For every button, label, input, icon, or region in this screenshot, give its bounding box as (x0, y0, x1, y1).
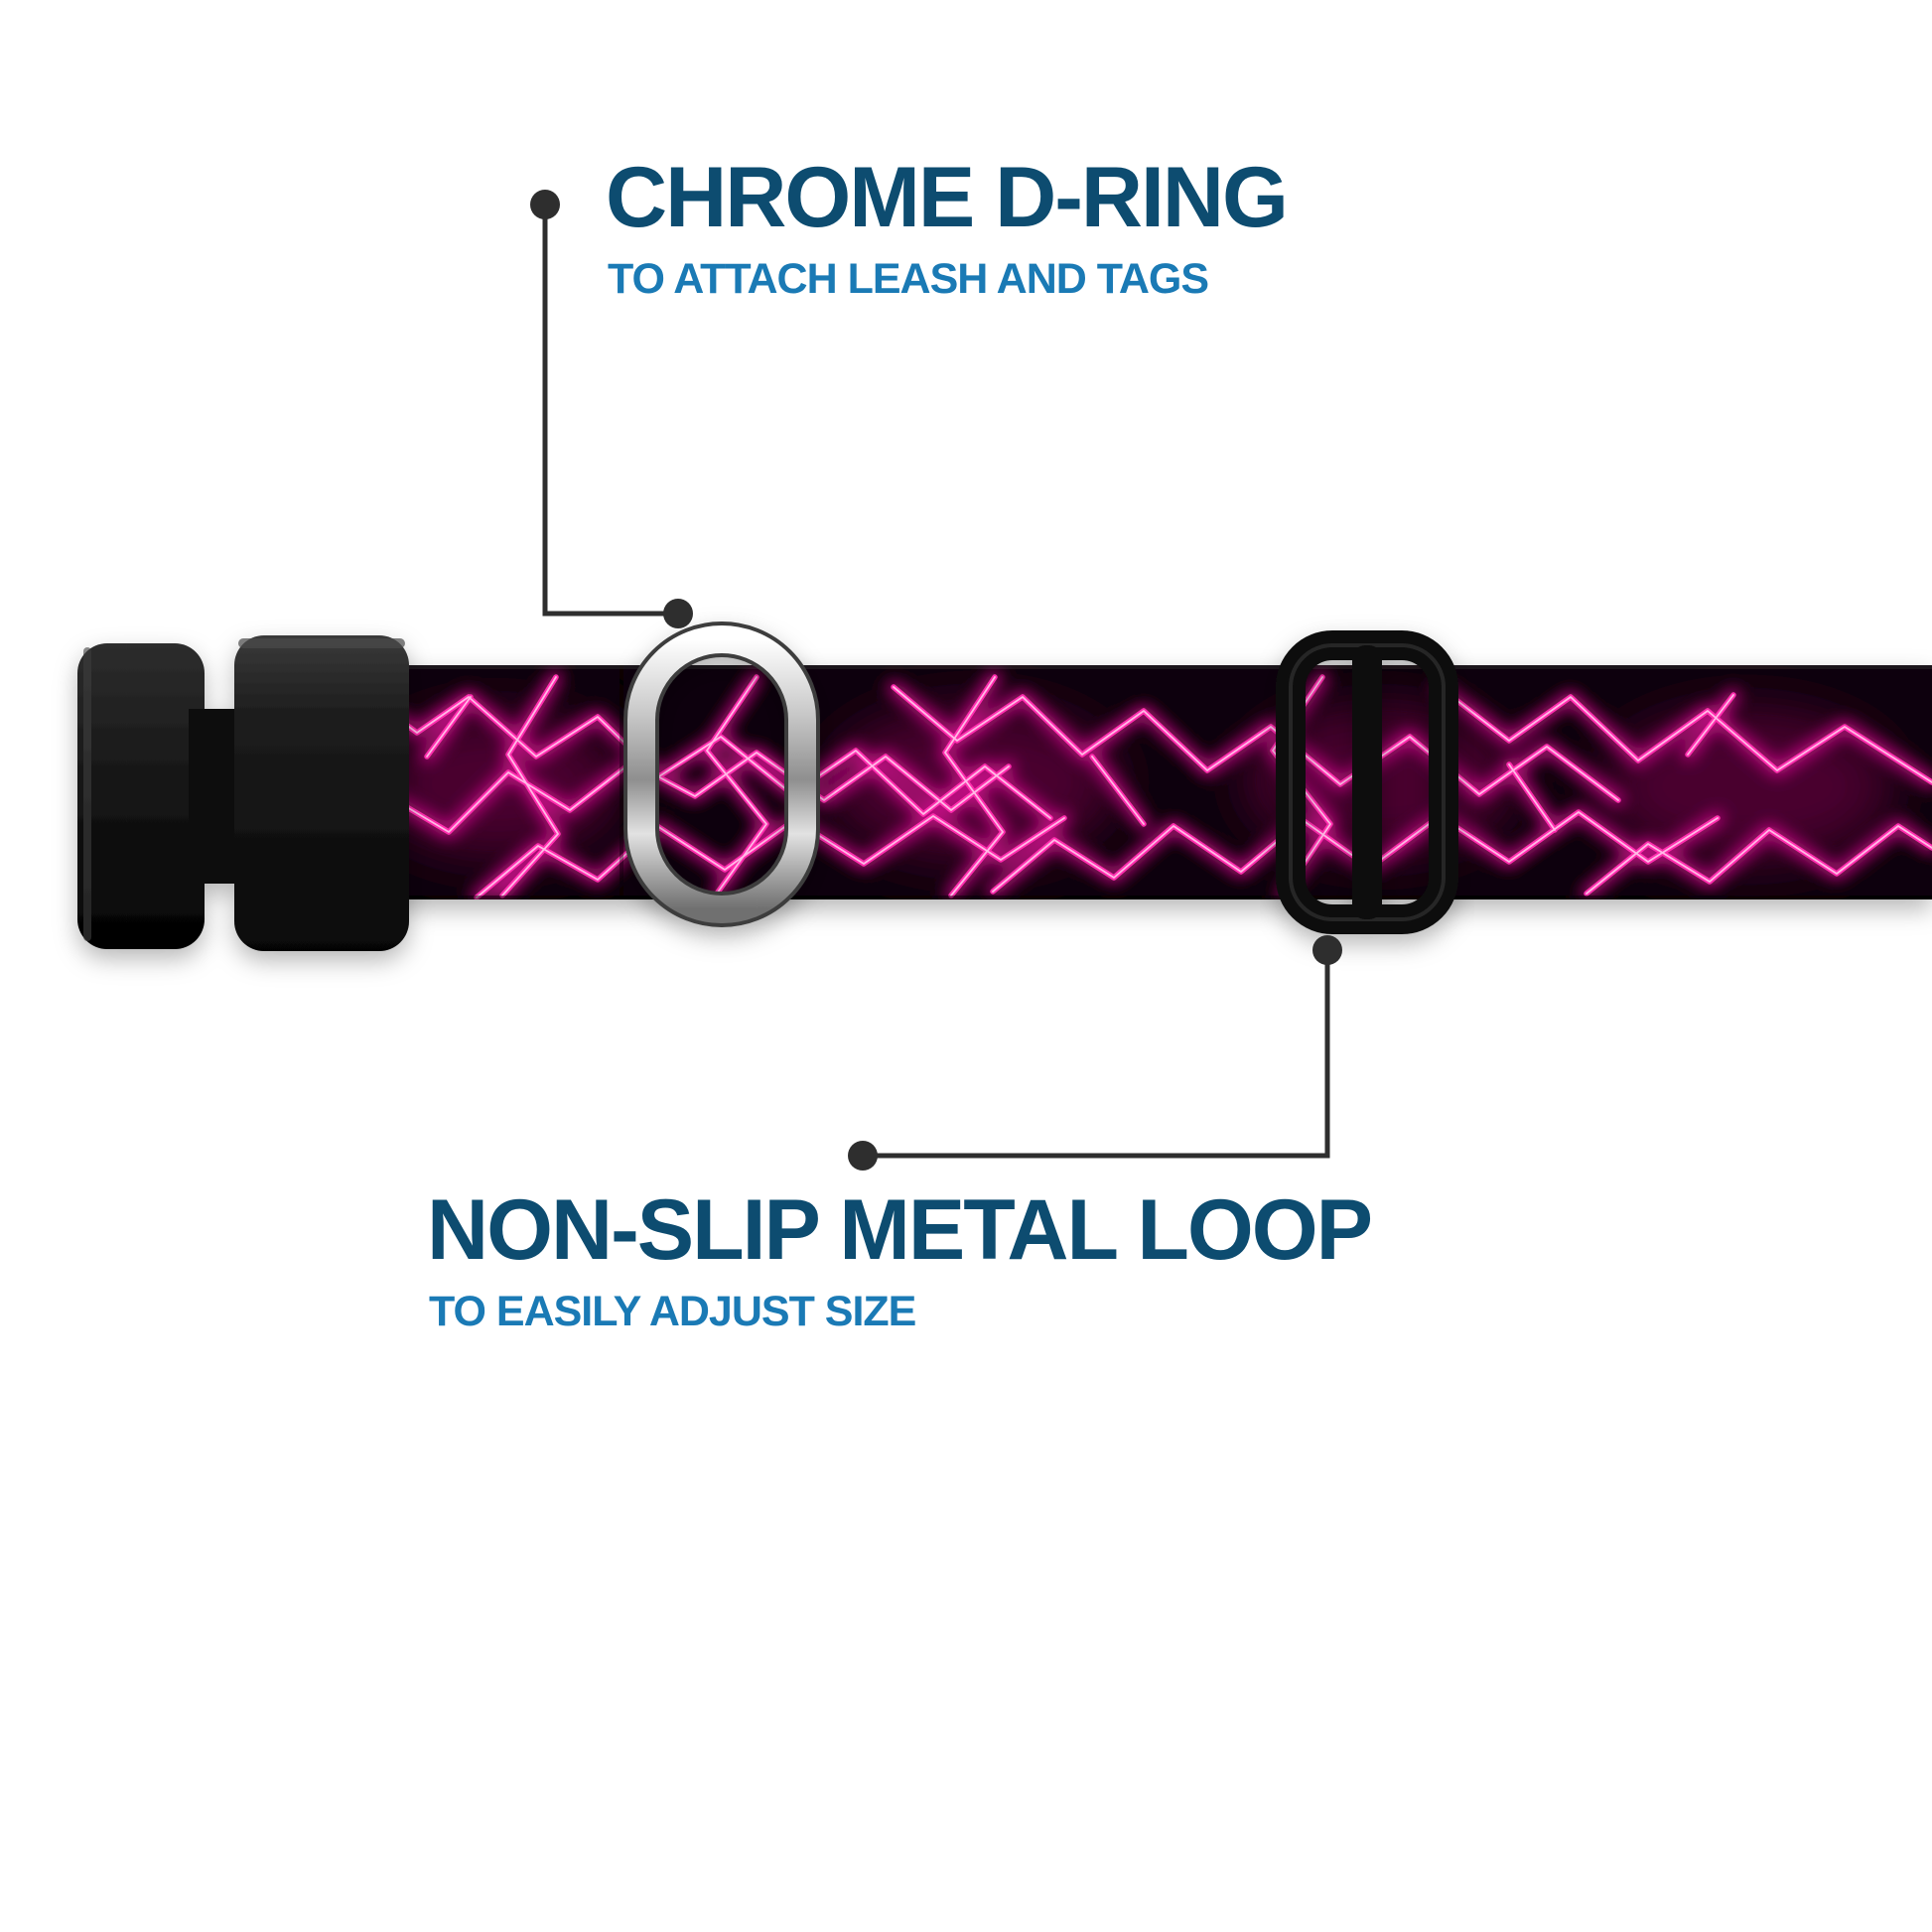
dring-leader-dot-top (530, 190, 560, 219)
chrome-d-ring (623, 621, 820, 927)
dring-callout-title: CHROME D-RING (606, 150, 1289, 245)
collar-strap (333, 665, 1932, 899)
loop-leader-line (863, 950, 1330, 1159)
side-release-buckle (77, 635, 409, 951)
dring-callout-subtitle: TO ATTACH LEASH AND TAGS (608, 255, 1209, 303)
callout-lines (530, 190, 1342, 1171)
loop-callout-subtitle: TO EASILY ADJUST SIZE (429, 1288, 916, 1335)
loop-leader-dot-top (1312, 935, 1342, 965)
loop-callout-title: NON-SLIP METAL LOOP (427, 1182, 1373, 1278)
triglide-slider (1276, 630, 1458, 934)
dring-leader-line (542, 205, 678, 617)
dring-leader-dot-bottom (663, 599, 693, 628)
loop-leader-dot-left (848, 1141, 878, 1171)
